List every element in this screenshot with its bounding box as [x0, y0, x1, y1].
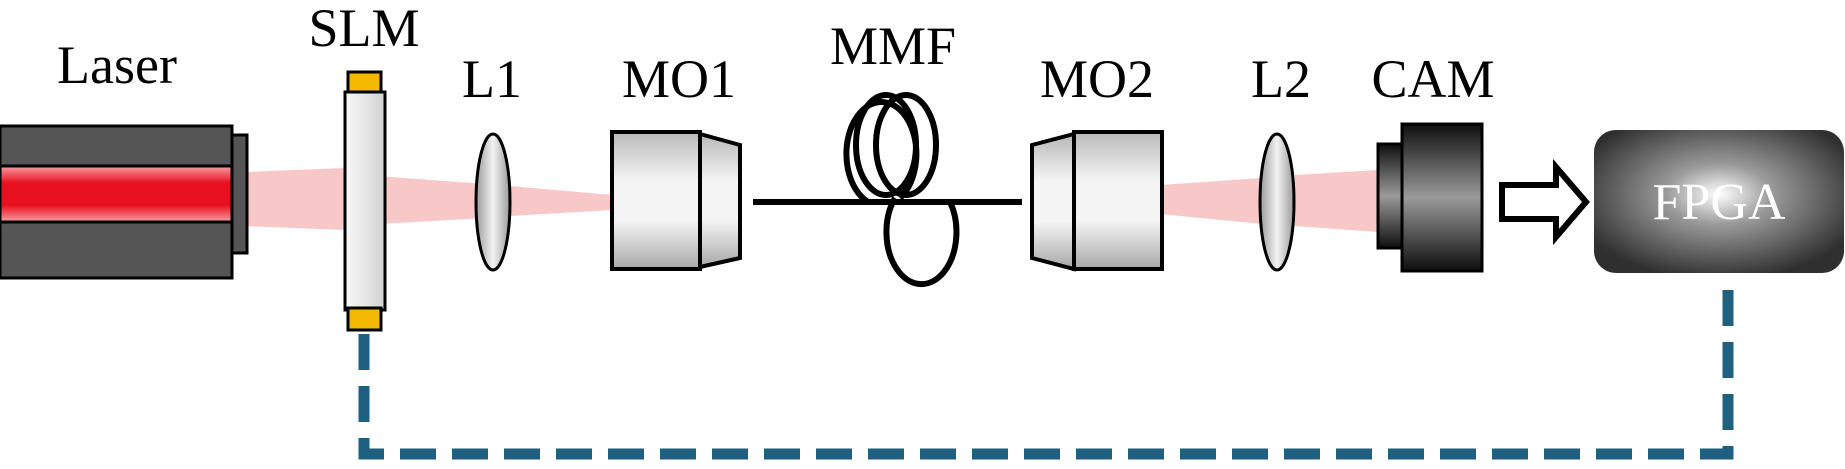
beam-path	[245, 168, 1378, 232]
microscope-objective-mo1	[610, 130, 742, 271]
laser-aperture	[230, 133, 249, 255]
lens-l2	[1258, 132, 1296, 272]
laser-source	[0, 124, 249, 280]
slm-panel	[343, 90, 387, 312]
label-l1: L1	[462, 49, 522, 109]
laser-body-bottom	[0, 220, 234, 280]
slm-device	[343, 70, 387, 332]
camera	[1376, 122, 1484, 273]
camera-lens-mount	[1376, 142, 1406, 250]
label-cam: CAM	[1371, 49, 1494, 109]
label-mo1: MO1	[622, 49, 736, 109]
multimode-fiber	[753, 92, 1022, 288]
laser-beam-core	[0, 164, 234, 224]
slm-bottom-contact	[346, 306, 383, 332]
microscope-objective-mo2	[1030, 130, 1164, 272]
mo1-body	[610, 130, 702, 271]
lens-l1	[474, 132, 512, 272]
fiber-coil-loop-4	[883, 196, 960, 288]
camera-body	[1400, 122, 1484, 273]
label-fpga: FPGA	[1653, 174, 1786, 231]
mo2-nose	[1030, 131, 1076, 272]
feedback-line	[358, 290, 1734, 460]
label-mo2: MO2	[1040, 49, 1154, 109]
label-laser: Laser	[57, 35, 177, 95]
label-mmf: MMF	[830, 16, 956, 76]
fiber-coil-loop-3	[873, 92, 939, 198]
mo1-nose	[698, 131, 742, 270]
beam-l1-to-mo1	[510, 186, 612, 216]
data-arrow-icon	[1499, 158, 1590, 246]
beam-laser-to-slm	[245, 168, 345, 230]
laser-body-top	[0, 124, 234, 168]
mo2-body	[1072, 130, 1164, 271]
fpga-box	[1594, 130, 1844, 273]
label-slm: SLM	[308, 0, 419, 58]
beam-mo2-to-l2	[1160, 178, 1262, 224]
beam-l2-to-cam	[1295, 170, 1378, 232]
fiber-coil-loop-2	[853, 92, 919, 198]
beam-slm-to-l1	[378, 176, 485, 224]
label-l2: L2	[1251, 49, 1311, 109]
